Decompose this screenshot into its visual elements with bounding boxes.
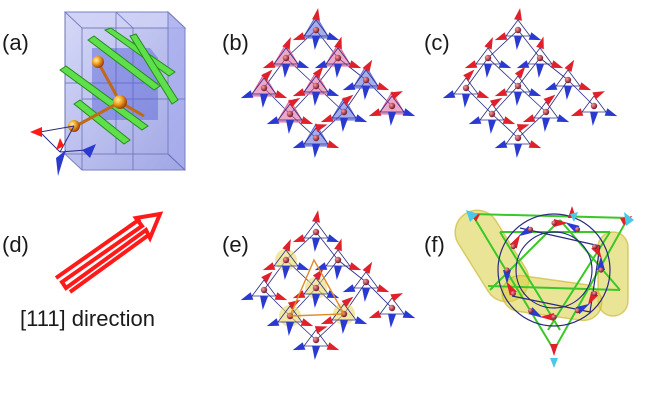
panel-e-network xyxy=(240,210,416,360)
panel-f-kagome xyxy=(454,206,634,368)
direction-caption: [111] direction xyxy=(20,306,155,331)
direction-arrow-icon xyxy=(54,211,164,294)
label-b: (b) xyxy=(222,30,249,55)
label-e: (e) xyxy=(222,232,249,257)
label-d: (d) xyxy=(2,232,29,257)
panel-c-network xyxy=(442,8,618,158)
panel-a-cube xyxy=(30,10,187,176)
panel-b-network xyxy=(240,8,416,158)
label-c: (c) xyxy=(424,30,450,55)
label-a: (a) xyxy=(2,30,29,55)
label-f: (f) xyxy=(424,232,445,257)
